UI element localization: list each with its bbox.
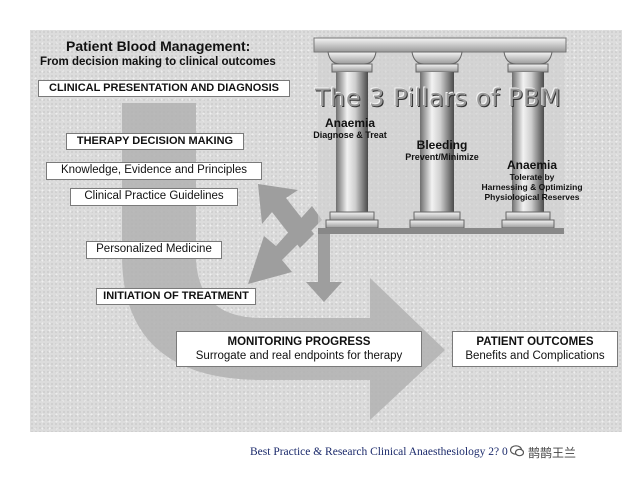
pillar-2 xyxy=(409,51,465,229)
guidelines-box: Clinical Practice Guidelines xyxy=(70,188,238,206)
monitoring-subtitle: Surrogate and real endpoints for therapy xyxy=(195,350,403,362)
pillar-3-detail-1: Tolerate by xyxy=(509,172,555,182)
pillars-entablature xyxy=(313,37,567,53)
pillar-3-name: Anaemia xyxy=(506,158,558,172)
pillar-3-label: Anaemia Tolerate by Harnessing & Optimiz… xyxy=(470,158,594,202)
knowledge-box: Knowledge, Evidence and Principles xyxy=(46,162,262,180)
citation-text: Best Practice & Research Clinical Anaest… xyxy=(250,446,508,458)
pillar-3-detail-2: Harnessing & Optimizing xyxy=(481,182,583,192)
vertical-arrow-down xyxy=(306,228,342,302)
clinical-presentation-box: CLINICAL PRESENTATION AND DIAGNOSIS xyxy=(38,80,290,97)
outcomes-subtitle: Benefits and Complications xyxy=(465,350,605,362)
chat-bubble-icon xyxy=(510,445,524,457)
initiation-treatment-box: INITIATION OF TREATMENT xyxy=(96,288,256,305)
pillar-1-name: Anaemia xyxy=(324,116,376,130)
monitoring-progress-box: MONITORING PROGRESS Surrogate and real e… xyxy=(176,331,422,367)
diagonal-arrow-down xyxy=(248,206,322,284)
pillar-1-detail: Diagnose & Treat xyxy=(313,130,387,140)
pillar-1 xyxy=(325,51,379,229)
diagram-title: Patient Blood Management: xyxy=(66,38,251,54)
watermark-text: 鹊鹊王兰 xyxy=(528,446,577,460)
patient-outcomes-box: PATIENT OUTCOMES Benefits and Complicati… xyxy=(452,331,618,367)
pillars-base xyxy=(318,228,564,234)
pillar-2-name: Bleeding xyxy=(416,138,468,152)
outcomes-title: PATIENT OUTCOMES xyxy=(476,336,594,348)
personalized-medicine-box: Personalized Medicine xyxy=(86,241,222,259)
pillar-3 xyxy=(501,51,555,229)
pillar-2-label: Bleeding Prevent/Minimize xyxy=(392,138,492,162)
diagram-subtitle: From decision making to clinical outcome… xyxy=(40,56,276,68)
pillar-2-detail: Prevent/Minimize xyxy=(405,152,479,162)
pillar-1-label: Anaemia Diagnose & Treat xyxy=(300,116,400,140)
pillar-3-detail-3: Physiological Reserves xyxy=(484,192,580,202)
therapy-decision-box: THERAPY DECISION MAKING xyxy=(66,133,244,150)
pillars-title: The 3 Pillars of PBM xyxy=(315,84,562,112)
monitoring-title: MONITORING PROGRESS xyxy=(227,336,371,348)
